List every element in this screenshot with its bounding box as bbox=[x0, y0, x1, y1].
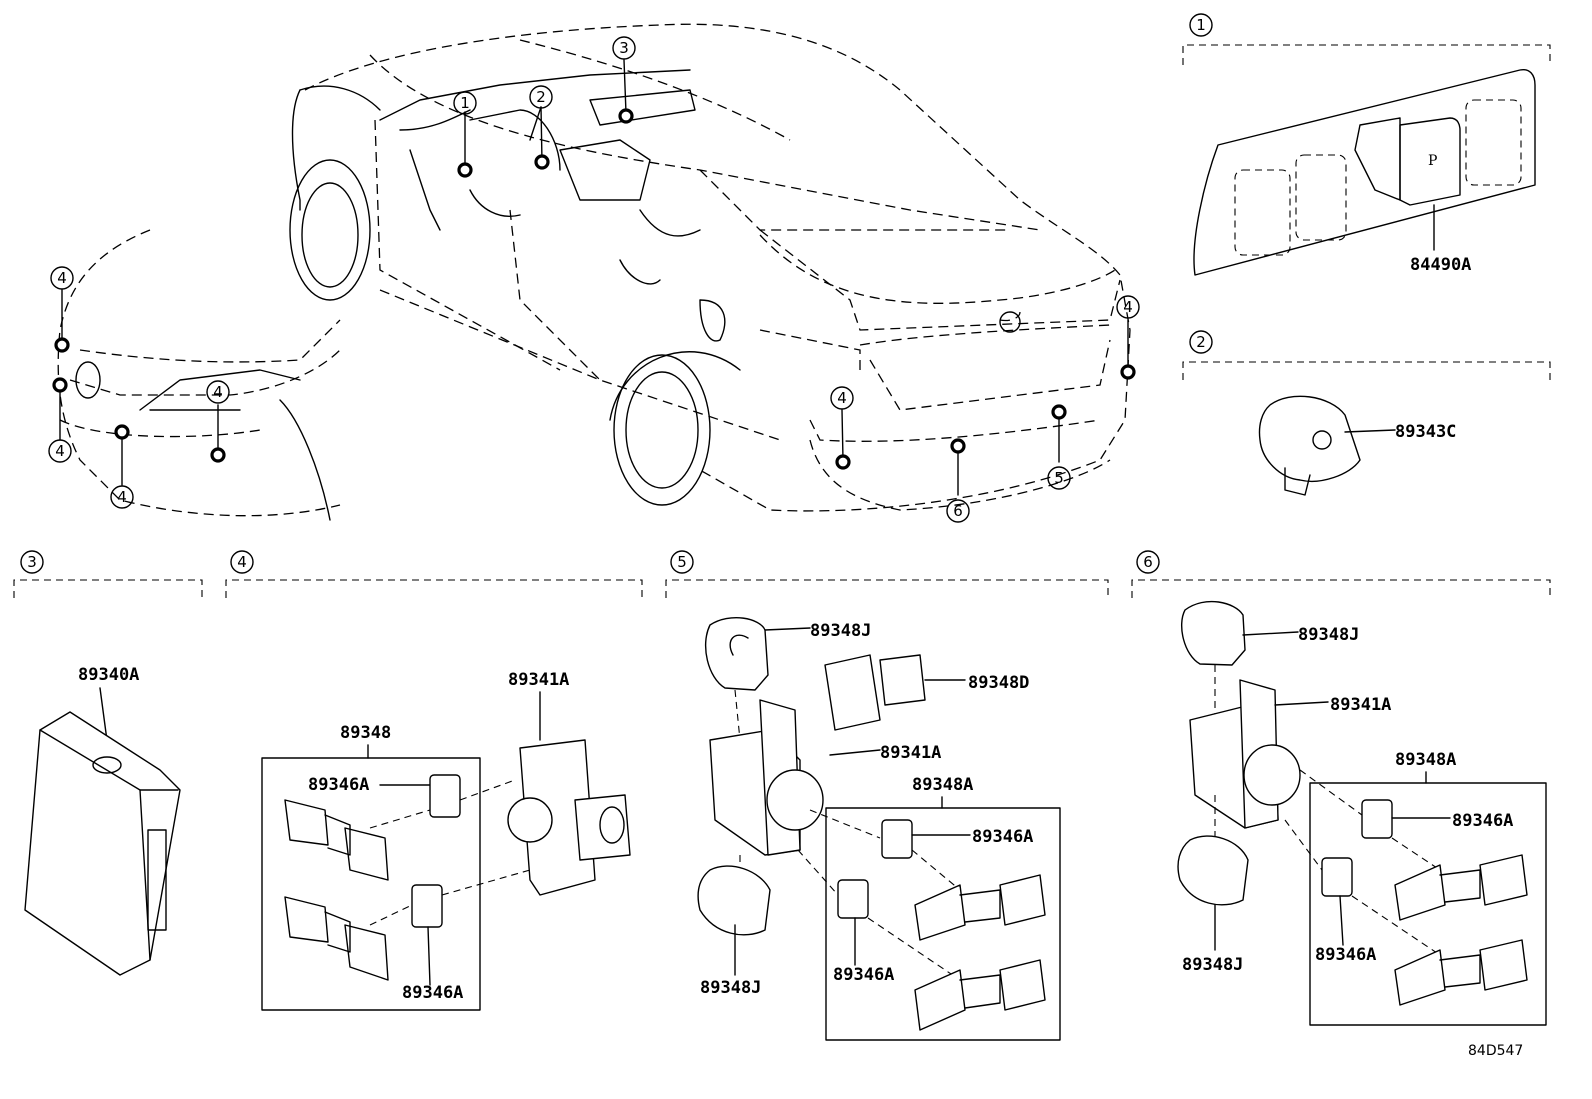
sensor-point bbox=[618, 108, 634, 124]
part-label-89348A-s6: 89348A bbox=[1395, 750, 1456, 770]
part-label-89341A-s6: 89341A bbox=[1330, 695, 1391, 715]
callout-4b: 4 bbox=[48, 439, 72, 463]
section-5: 5 89348J 89348D 89341A 89348J 89348A 893… bbox=[665, 550, 1109, 1041]
svg-text:4: 4 bbox=[57, 269, 67, 287]
part-label-89346A-s5-bottom: 89346A bbox=[833, 965, 894, 985]
part-label-89346A-s6-top: 89346A bbox=[1452, 811, 1513, 831]
sensor-point bbox=[1120, 364, 1136, 380]
section-2-number: 2 bbox=[1196, 333, 1206, 351]
vehicle-illustration bbox=[57, 23, 1131, 521]
callout-4e: 4 bbox=[830, 386, 854, 410]
part-label-89348J-top: 89348J bbox=[810, 621, 871, 641]
callout-5: 5 bbox=[1047, 466, 1071, 490]
diagram-reference: 84D547 bbox=[1468, 1043, 1523, 1059]
part-label-89341A-s5: 89341A bbox=[880, 743, 941, 763]
section-5-number: 5 bbox=[677, 553, 687, 571]
svg-text:3: 3 bbox=[619, 39, 629, 57]
part-label-89343C: 89343C bbox=[1395, 422, 1456, 442]
callout-3: 3 bbox=[612, 36, 636, 60]
section-3-number: 3 bbox=[27, 553, 37, 571]
part-label-89346A-s5-top: 89346A bbox=[972, 827, 1033, 847]
section-4-number: 4 bbox=[237, 553, 247, 571]
part-label-89346A-bottom: 89346A bbox=[402, 983, 463, 1003]
callout-6: 6 bbox=[946, 499, 970, 523]
sensor-point bbox=[457, 162, 473, 178]
sensor-point bbox=[534, 154, 550, 170]
svg-text:5: 5 bbox=[1054, 469, 1064, 487]
vehicle-callouts: 1 2 3 4 4 4 4 4 4 4 5 6 bbox=[48, 36, 1140, 523]
callout-leaders bbox=[59, 59, 1129, 496]
part-label-89341A: 89341A bbox=[508, 670, 569, 690]
svg-text:4: 4 bbox=[837, 389, 847, 407]
part-label-84490A: 84490A bbox=[1410, 255, 1471, 275]
part-label-89346A-top: 89346A bbox=[308, 775, 369, 795]
section-3: 3 89340A bbox=[13, 550, 203, 976]
sensor-point bbox=[835, 454, 851, 470]
svg-text:6: 6 bbox=[953, 502, 963, 520]
callout-4d: 4 bbox=[206, 380, 230, 404]
part-label-89348J-s6-bottom: 89348J bbox=[1182, 955, 1243, 975]
callout-2: 2 bbox=[529, 85, 553, 109]
part-label-89340A: 89340A bbox=[78, 665, 139, 685]
section-6-number: 6 bbox=[1143, 553, 1153, 571]
part-label-89348: 89348 bbox=[340, 723, 391, 743]
svg-text:4: 4 bbox=[55, 442, 65, 460]
part-label-89348J-s6-top: 89348J bbox=[1298, 625, 1359, 645]
section-2: 2 89343C bbox=[1182, 330, 1551, 496]
switch-marking: P bbox=[1428, 153, 1437, 169]
svg-text:2: 2 bbox=[536, 88, 546, 106]
sensor-point bbox=[114, 424, 130, 440]
section-6: 6 89348J 89341A 89348J 89348A 89346A 893… bbox=[1131, 550, 1551, 1026]
section-1-number: 1 bbox=[1196, 16, 1206, 34]
sensor-points bbox=[52, 108, 1136, 470]
svg-text:4: 4 bbox=[117, 488, 127, 506]
part-label-89348D: 89348D bbox=[968, 673, 1029, 693]
sensor-point bbox=[950, 438, 966, 454]
part-label-89348A-s5: 89348A bbox=[912, 775, 973, 795]
callout-4f: 4 bbox=[1116, 295, 1140, 319]
callout-4a: 4 bbox=[50, 266, 74, 290]
part-label-89348J-bottom: 89348J bbox=[700, 978, 761, 998]
callout-4c: 4 bbox=[110, 485, 134, 509]
callout-1: 1 bbox=[453, 91, 477, 115]
sensor-point bbox=[1051, 404, 1067, 420]
sensor-point bbox=[52, 377, 68, 393]
svg-text:4: 4 bbox=[213, 383, 223, 401]
section-1: 1 P 84490A bbox=[1182, 13, 1551, 276]
part-label-89346A-s6-bottom: 89346A bbox=[1315, 945, 1376, 965]
svg-text:4: 4 bbox=[1123, 298, 1133, 316]
sensor-point bbox=[54, 337, 70, 353]
svg-text:1: 1 bbox=[460, 94, 470, 112]
section-4: 4 89348 89346A 89346A 89341A bbox=[225, 550, 643, 1011]
sensor-point bbox=[210, 447, 226, 463]
